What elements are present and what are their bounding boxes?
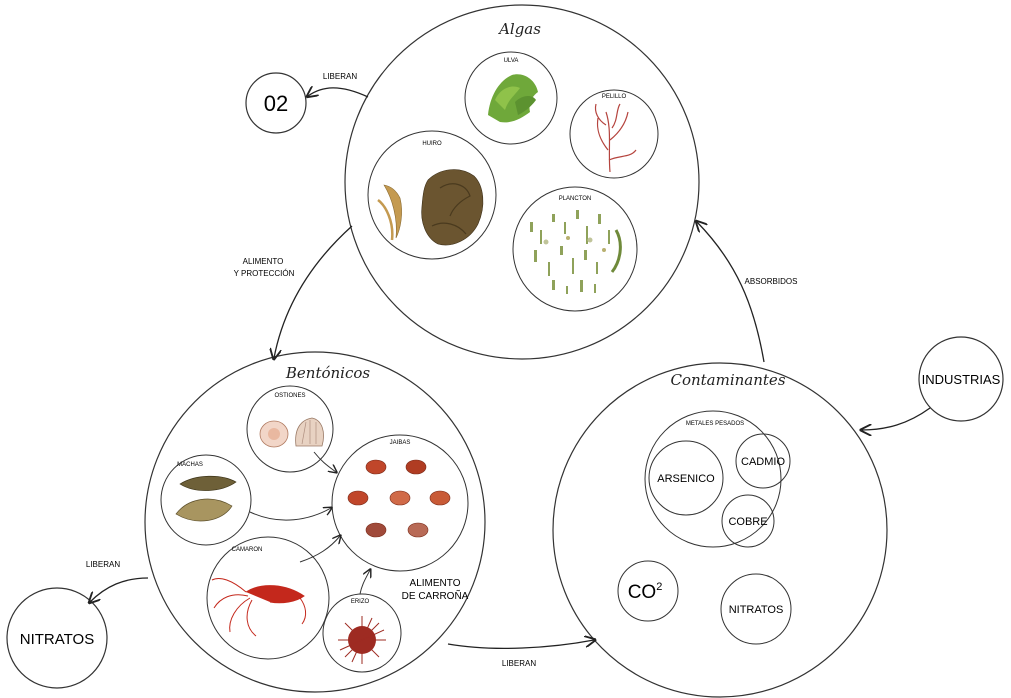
jaibas-node: JAIBAS — [332, 435, 468, 571]
o2-label: 02 — [264, 91, 288, 116]
liberan-o2-label: LIBERAN — [323, 72, 357, 81]
ulva-node: ULVA — [465, 52, 557, 144]
machas-label: MACHAS — [177, 462, 203, 468]
industrias-to-contaminantes-arrow — [862, 408, 930, 430]
erizo-label: ERIZO — [351, 599, 370, 605]
bentonicos-group: Bentónicos OSTIONES MACHAS JAIBAS — [145, 352, 485, 692]
contaminantes-title: Contaminantes — [670, 371, 785, 389]
pelillo-node: PELILLO — [570, 90, 658, 178]
bentonicos-to-contaminantes-arrow — [448, 640, 594, 648]
absorbidos-label: ABSORBIDOS — [745, 277, 798, 286]
camaron-label: CAMARON — [232, 547, 263, 553]
jaibas-label: JAIBAS — [390, 440, 411, 446]
algas-to-o2-arrow — [308, 88, 368, 97]
machas-node: MACHAS — [161, 455, 251, 545]
ostiones-label: OSTIONES — [274, 393, 305, 399]
carrona-label-1: ALIMENTO — [410, 578, 461, 589]
o2-node: 02 — [246, 73, 306, 133]
ostiones-image — [260, 418, 324, 447]
algas-group: Algas ULVA PELILLO — [345, 5, 699, 359]
bentonicos-circle — [145, 352, 485, 692]
bentonicos-to-nitratos-arrow — [90, 578, 148, 602]
camaron-node: CAMARON — [207, 537, 329, 659]
co2-base: CO — [628, 582, 657, 603]
pelillo-image — [595, 104, 636, 172]
machas-to-jaibas-arrow — [250, 508, 331, 520]
alimento-proteccion-label-1: ALIMENTO — [243, 257, 284, 266]
co2-sup: 2 — [656, 581, 662, 593]
metales-pesados-node: METALES PESADOS ARSENICO CADMIO COBRE — [645, 411, 790, 547]
industrias-label: INDUSTRIAS — [922, 372, 1001, 387]
jaibas-image — [348, 460, 450, 537]
carrona-label-2: DE CARROÑA — [402, 589, 469, 602]
algas-circle — [345, 5, 699, 359]
cobre-label: COBRE — [728, 516, 767, 528]
liberan-bottom-label: LIBERAN — [502, 659, 536, 668]
bentonicos-title: Bentónicos — [285, 364, 371, 382]
liberan-nitratos-label: LIBERAN — [86, 560, 120, 569]
algas-title: Algas — [497, 20, 541, 38]
ulva-label: ULVA — [504, 58, 519, 64]
erizo-node: ERIZO — [323, 594, 401, 672]
plancton-image — [530, 210, 620, 294]
nitratos-outer-node: NITRATOS — [7, 588, 107, 688]
pelillo-circle — [570, 90, 658, 178]
arsenico-label: ARSENICO — [657, 473, 715, 485]
plancton-circle — [513, 187, 637, 311]
machas-image — [176, 476, 236, 521]
camaron-to-jaibas-arrow — [300, 536, 340, 562]
algas-to-bentonicos-arrow — [274, 226, 352, 358]
plancton-node: PLANCTON — [513, 187, 637, 311]
contaminantes-to-algas-arrow — [697, 222, 764, 362]
nitratos-inner-node: NITRATOS — [721, 574, 791, 644]
metales-pesados-label: METALES PESADOS — [686, 421, 744, 427]
erizo-to-jaibas-arrow — [360, 570, 370, 594]
industrias-node: INDUSTRIAS — [919, 337, 1003, 421]
contaminantes-circle — [553, 363, 887, 697]
contaminantes-group: Contaminantes METALES PESADOS ARSENICO C… — [553, 363, 887, 697]
huiro-node: HUIRO — [368, 131, 496, 259]
erizo-image — [338, 616, 386, 664]
alimento-proteccion-label-2: Y PROTECCIÓN — [234, 269, 295, 278]
co2-node: CO2 — [618, 561, 678, 621]
pelillo-label: PELILLO — [602, 94, 627, 100]
ulva-image — [488, 74, 538, 122]
plancton-label: PLANCTON — [559, 196, 592, 202]
co2-label: CO2 — [628, 581, 663, 603]
nitratos-outer-label: NITRATOS — [20, 631, 94, 648]
huiro-label: HUIRO — [422, 141, 442, 147]
huiro-image — [378, 170, 483, 245]
camaron-image — [212, 579, 306, 637]
nitratos-inner-label: NITRATOS — [729, 604, 784, 616]
cadmio-label: CADMIO — [741, 456, 785, 468]
